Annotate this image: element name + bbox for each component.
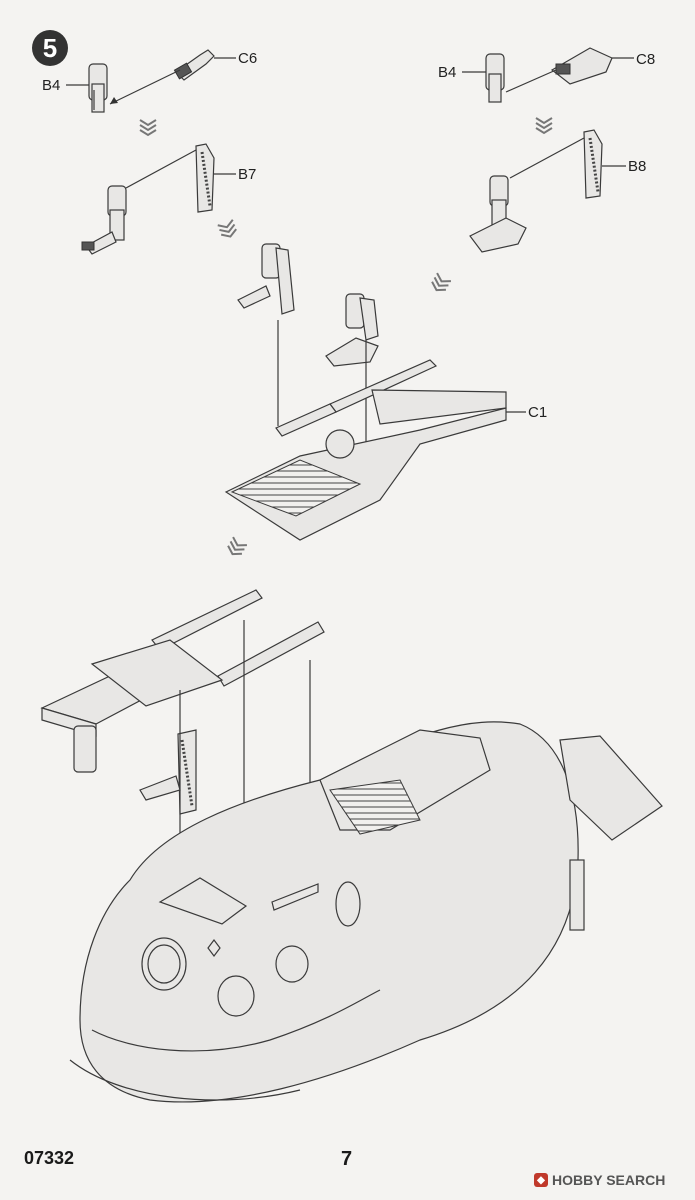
chevron-down-icon <box>224 536 248 560</box>
chevron-down-icon <box>139 119 157 136</box>
part-b4-right <box>485 53 505 103</box>
part-b7 <box>195 143 215 213</box>
hobby-search-logo-icon: ◆ <box>534 1173 548 1187</box>
step-number-badge: 5 <box>32 30 68 66</box>
label-c1: C1 <box>528 404 548 421</box>
assembly-frame-complete <box>40 589 325 815</box>
product-code: 07332 <box>24 1148 75 1168</box>
step-number: 5 <box>42 32 58 63</box>
assembly-arm-left <box>237 243 295 315</box>
label-c6: C6 <box>238 50 258 67</box>
part-b8 <box>583 129 603 199</box>
arrow-c6-to-b4 <box>109 69 181 105</box>
label-b7: B7 <box>238 166 257 183</box>
chevron-down-icon <box>428 272 452 296</box>
watermark: ◆ HOBBY SEARCH <box>534 1170 665 1190</box>
assembly-b4-c8-right <box>469 175 527 253</box>
part-c6 <box>173 49 215 81</box>
label-b4-left: B4 <box>42 77 61 94</box>
chevron-down-icon <box>216 218 239 241</box>
part-c1 <box>224 359 507 541</box>
arrow-head <box>110 97 118 104</box>
part-c8 <box>550 47 613 85</box>
label-b8: B8 <box>628 158 647 175</box>
chevron-down-icon <box>535 117 553 134</box>
page-number: 7 <box>341 1148 353 1170</box>
assembly-b4-c6-left <box>81 185 127 255</box>
assembly-arm-right <box>325 293 379 367</box>
label-c8: C8 <box>636 51 656 68</box>
hull-main <box>69 721 663 1103</box>
part-b4-left <box>88 63 108 113</box>
watermark-text: HOBBY SEARCH <box>552 1172 666 1188</box>
label-b4-right: B4 <box>438 64 457 81</box>
